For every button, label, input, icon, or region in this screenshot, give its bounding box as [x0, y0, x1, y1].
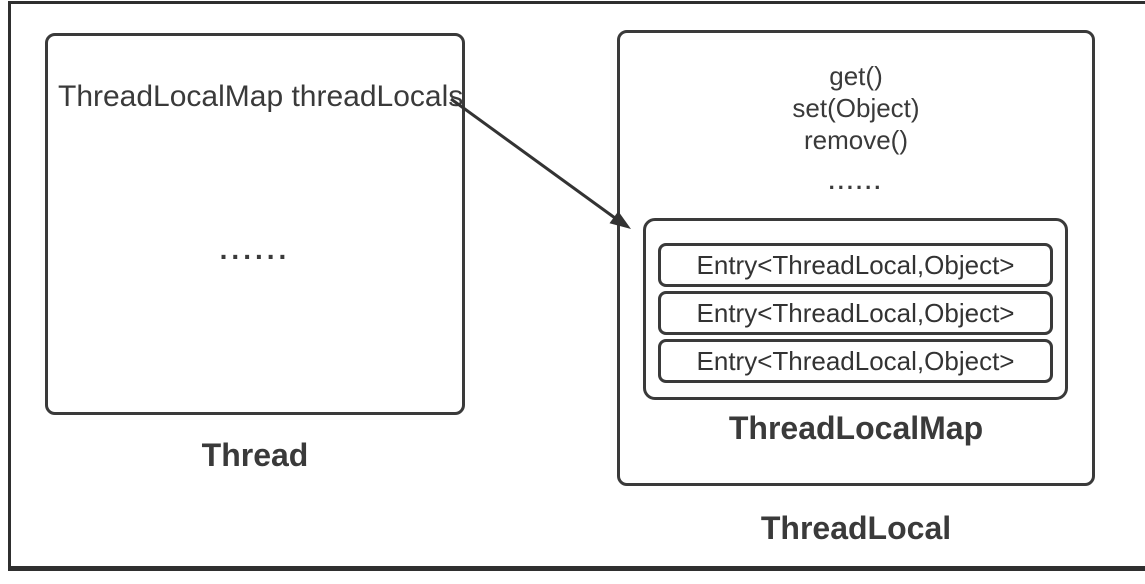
diagram-frame [8, 1, 1145, 571]
method-remove: remove() [803, 125, 908, 155]
method-set: set(Object) [792, 93, 920, 123]
thread-box [45, 33, 465, 415]
entry-row: Entry<ThreadLocal,Object> [658, 291, 1053, 335]
thread-ellipsis: ...... [219, 234, 291, 265]
threadlocal-box-label: ThreadLocal [760, 510, 952, 546]
entry-row: Entry<ThreadLocal,Object> [658, 339, 1053, 383]
method-get: get() [829, 61, 883, 91]
thread-box-label: Thread [201, 437, 309, 473]
thread-field-declaration: ThreadLocalMap threadLocals [58, 80, 464, 113]
threadlocal-ellipsis: ...... [828, 169, 884, 194]
threadlocalmap-label: ThreadLocalMap [728, 410, 984, 446]
threadlocal-methods: get() set(Object) remove() [617, 60, 1095, 156]
entry-row: Entry<ThreadLocal,Object> [658, 243, 1053, 287]
threadlocalmap-box: Entry<ThreadLocal,Object> Entry<ThreadLo… [643, 218, 1068, 400]
